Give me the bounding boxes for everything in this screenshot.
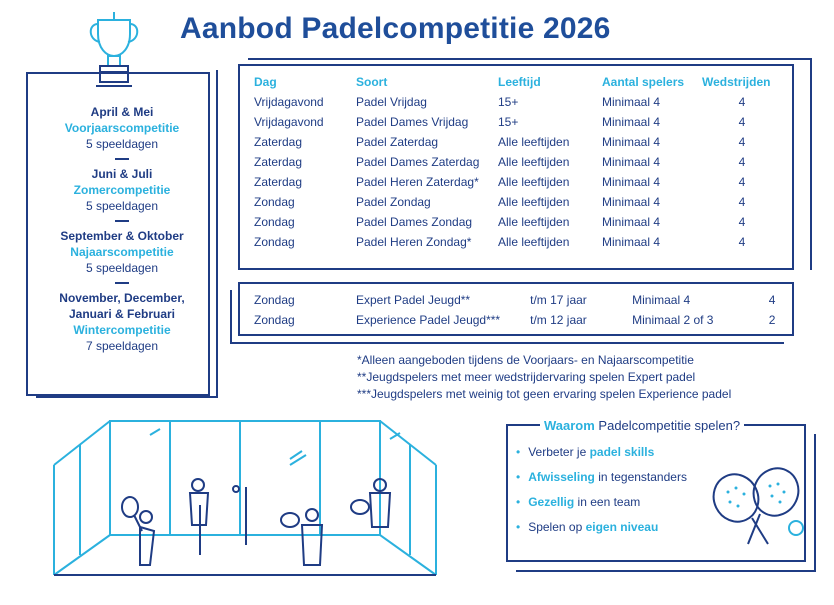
youth-frame-shadow — [230, 290, 784, 344]
divider — [115, 220, 129, 222]
table-frame-shadow — [248, 58, 812, 270]
why-frame-shadow — [516, 434, 816, 572]
header-leeftijd: Leeftijd — [498, 75, 541, 89]
competition-table: Dag Soort Leeftijd Aantal spelers Wedstr… — [254, 72, 782, 252]
table-header-row: Dag Soort Leeftijd Aantal spelers Wedstr… — [254, 72, 782, 92]
seasons-frame — [26, 72, 210, 396]
page-title: Aanbod Padelcompetitie 2026 — [180, 12, 611, 45]
padel-rackets-icon — [712, 467, 804, 545]
youth-frame — [238, 282, 794, 336]
header-soort: Soort — [356, 75, 388, 89]
footnote: ***Jeugdspelers met weinig tot geen erva… — [357, 387, 732, 401]
season-spring: April & Mei Voorjaarscompetitie 5 speeld… — [64, 105, 180, 151]
seasons-list: April & Mei Voorjaarscompetitie 5 speeld… — [38, 80, 206, 360]
divider — [115, 158, 129, 160]
why-heading: Waarom Padelcompetitie spelen? — [540, 418, 745, 433]
header-wedstrijden: Wedstrijden — [702, 75, 771, 89]
why-list: •Verbeter je padel skills •Afwisseling i… — [516, 440, 687, 540]
footnote: *Alleen aangeboden tijdens de Voorjaars-… — [357, 353, 694, 367]
footnotes: *Alleen aangeboden tijdens de Voorjaars-… — [357, 352, 731, 403]
table-frame — [238, 64, 794, 270]
season-autumn: September & Oktober Najaarscompetitie 5 … — [60, 229, 184, 275]
header-aantal-spelers: Aantal spelers — [602, 75, 685, 89]
padel-court-illustration — [53, 420, 437, 576]
footnote: **Jeugdspelers met meer wedstrijdervarin… — [357, 370, 696, 384]
seasons-frame-shadow — [36, 70, 218, 398]
season-summer: Juni & Juli Zomercompetitie 5 speeldagen — [73, 167, 171, 213]
header-dag: Dag — [254, 75, 277, 89]
why-item: •Verbeter je padel skills — [516, 445, 655, 459]
why-item: •Gezellig in een team — [516, 495, 641, 509]
divider — [115, 282, 129, 284]
why-item: •Spelen op eigen niveau — [516, 520, 659, 534]
trophy-icon — [89, 12, 139, 87]
why-item: •Afwisseling in tegenstanders — [516, 470, 687, 484]
season-winter: November, December, Januari & Februari W… — [59, 291, 185, 353]
